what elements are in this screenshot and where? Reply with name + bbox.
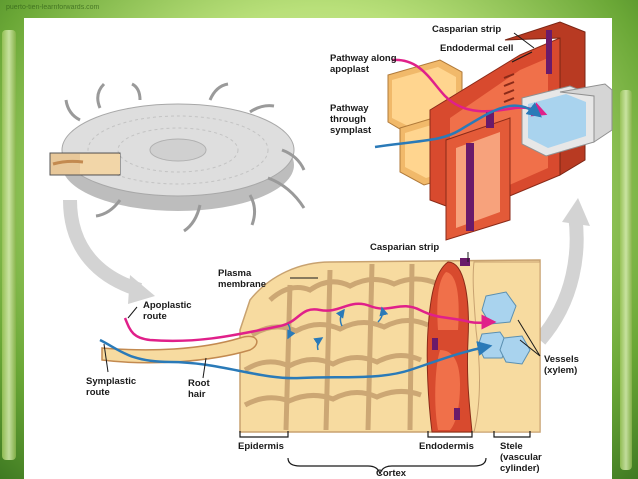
pathway-apoplast-label: Pathway along apoplast: [330, 53, 397, 75]
plant-stalk-left: [2, 30, 16, 460]
zoom-arrow-right-head: [562, 198, 590, 226]
vessels-xylem-label: Vessels (xylem): [544, 354, 579, 376]
plant-stalk-right: [620, 90, 632, 470]
zoom-arrow-left: [63, 199, 143, 297]
apoplastic-route-path: [123, 302, 497, 343]
casparian-strip-bottom-label: Casparian strip: [370, 242, 440, 253]
apoplastic-route-label: Apoplastic route: [143, 300, 192, 322]
cell-flow-arrows: [287, 306, 389, 351]
root-cross-section: [49, 82, 306, 233]
zoom-arrow-left-head: [128, 275, 155, 304]
stele-label: Stele (vascular cylinder): [500, 441, 542, 474]
root-tissue-section: [101, 258, 541, 433]
endodermis-label: Endodermis: [419, 441, 474, 452]
endodermal-cell-block: [387, 21, 613, 241]
plasma-membrane-label: Plasma membrane: [218, 268, 267, 290]
cortex-label: Cortex: [376, 468, 407, 479]
root-hair-label: Root hair: [188, 378, 210, 400]
epidermis-label: Epidermis: [238, 441, 284, 452]
pathway-symplast-label: Pathway through symplast: [330, 103, 372, 136]
watermark: puerto-tien-learnforwards.com: [6, 4, 100, 11]
casparian-strip-top-label: Casparian strip: [432, 24, 502, 35]
symplast-pathway-top: [374, 102, 542, 149]
endodermal-cell-label: Endodermal cell: [440, 43, 514, 54]
label-leaders: [103, 32, 541, 379]
zoom-arrow-right: [534, 214, 584, 345]
symplastic-route-path: [99, 338, 493, 380]
region-brackets: [239, 431, 531, 475]
symplastic-route-label: Symplastic route: [86, 376, 137, 398]
